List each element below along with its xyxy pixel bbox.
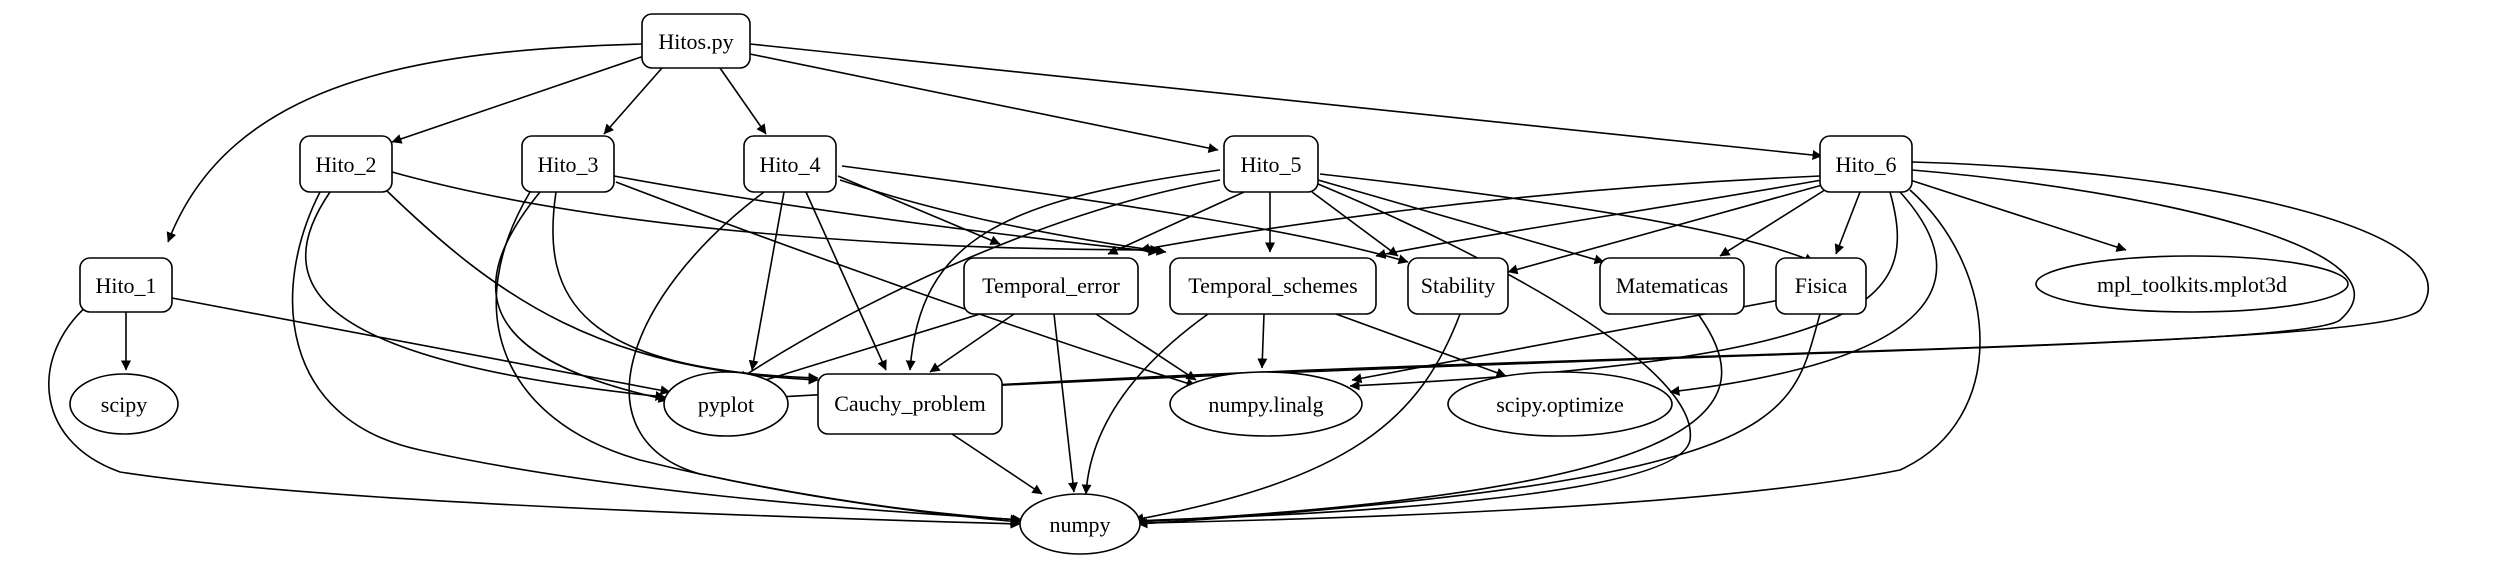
- edge-hito4-matematicas-route: [839, 179, 1167, 256]
- node-temporal_schemes-label: Temporal_schemes: [1188, 273, 1358, 298]
- node-mpl[interactable]: mpl_toolkits.mplot3d: [2035, 255, 2349, 313]
- edge-hito6-temporal_schemes: [1375, 179, 1823, 259]
- node-cauchy-label: Cauchy_problem: [834, 391, 986, 416]
- node-temporal_error[interactable]: Temporal_error: [963, 257, 1139, 315]
- edges: [48, 43, 2429, 529]
- node-hitos[interactable]: Hitos.py: [641, 13, 751, 69]
- edge-hito1-pyplot: [171, 297, 671, 396]
- edge-hito6-cauchy: [975, 161, 2429, 391]
- node-hito6-label: Hito_6: [1835, 152, 1896, 177]
- edge-hito3-temporal_error: [613, 175, 1159, 256]
- node-numpy[interactable]: numpy: [1019, 493, 1141, 555]
- edge-hito1-numpy: [48, 299, 1021, 529]
- edge-hito2-temporal_error: [391, 171, 1161, 255]
- node-hito6[interactable]: Hito_6: [1819, 135, 1913, 193]
- node-temporal_error-label: Temporal_error: [982, 273, 1120, 298]
- edge-hitos-hito5: [749, 53, 1219, 153]
- node-stability[interactable]: Stability: [1407, 257, 1509, 315]
- node-hito3-label: Hito_3: [537, 152, 598, 177]
- node-mpl-label: mpl_toolkits.mplot3d: [2097, 272, 2287, 297]
- edge-hitos-hito2: [391, 55, 645, 144]
- edge-hito6-mpl: [1909, 179, 2127, 252]
- node-temporal_schemes[interactable]: Temporal_schemes: [1169, 257, 1377, 315]
- nodes: Hitos.py Hito_1 Hito_2 Hito_3 Hito_4 Hit…: [69, 13, 2349, 555]
- node-scipy[interactable]: scipy: [69, 373, 179, 435]
- node-hito2[interactable]: Hito_2: [299, 135, 393, 193]
- edge-hito3-pyplot: [494, 191, 669, 403]
- node-optimize-label: scipy.optimize: [1496, 392, 1624, 417]
- edge-hito5-temporal_error: [1107, 191, 1245, 255]
- edge-hito4-stability: [841, 165, 1409, 265]
- node-pyplot[interactable]: pyplot: [663, 371, 789, 437]
- node-pyplot-label: pyplot: [698, 392, 754, 417]
- edge-temporal_error-pyplot: [745, 313, 981, 388]
- node-cauchy[interactable]: Cauchy_problem: [817, 373, 1003, 435]
- edge-hito3-numpy: [495, 191, 1021, 527]
- node-stability-label: Stability: [1421, 273, 1496, 298]
- edge-hitos-hito3: [603, 67, 663, 135]
- edge-temporal_error-cauchy: [929, 313, 1015, 373]
- node-fisica-label: Fisica: [1795, 273, 1848, 298]
- edge-temporal_schemes-optimize: [1335, 313, 1507, 378]
- edge-fisica-numpy: [1137, 313, 1821, 529]
- edge-hito2-numpy: [291, 191, 1023, 525]
- node-fisica[interactable]: Fisica: [1775, 257, 1867, 315]
- edge-hito5-cauchy: [905, 169, 1221, 371]
- edge-hito4-temporal_error: [837, 175, 1001, 245]
- node-linalg[interactable]: numpy.linalg: [1169, 371, 1363, 437]
- node-matematicas[interactable]: Matematicas: [1599, 257, 1745, 315]
- node-hito2-label: Hito_2: [315, 152, 376, 177]
- edge-temporal_schemes-numpy: [1081, 313, 1209, 495]
- edge-matematicas-numpy: [1135, 313, 1723, 527]
- node-hito4[interactable]: Hito_4: [743, 135, 837, 193]
- edge-hitos-hito1: [166, 43, 643, 243]
- edge-hito4-pyplot: [748, 191, 785, 371]
- edge-hito6-temporal_error: [1139, 175, 1821, 254]
- edge-hito2-cauchy: [385, 189, 819, 385]
- edge-hito6-numpy: [1099, 189, 1981, 529]
- node-hito1-label: Hito_1: [95, 273, 156, 298]
- node-hito3[interactable]: Hito_3: [521, 135, 615, 193]
- edge-temporal_error-linalg: [1095, 313, 1197, 381]
- edge-hito5-numpy: [1099, 183, 1691, 527]
- edge-hito6-fisica: [1834, 191, 1861, 255]
- node-scipy-label: scipy: [101, 392, 147, 417]
- node-numpy-label: numpy: [1049, 512, 1110, 537]
- edge-hito2-pyplot: [304, 191, 666, 402]
- edge-hito5-fisica: [1319, 173, 1815, 263]
- node-hito5[interactable]: Hito_5: [1223, 135, 1319, 193]
- edge-hitos-hito6: [749, 43, 1823, 160]
- edge-stability-numpy: [1133, 313, 1461, 524]
- edge-temporal_error-numpy: [1053, 313, 1078, 493]
- node-hitos-label: Hitos.py: [658, 29, 733, 54]
- node-hito1[interactable]: Hito_1: [79, 257, 173, 313]
- edge-hito5-pyplot: [737, 179, 1221, 381]
- node-optimize[interactable]: scipy.optimize: [1447, 371, 1673, 437]
- edge-hito6-optimize: [1669, 191, 1938, 396]
- node-linalg-label: numpy.linalg: [1208, 392, 1323, 417]
- edge-hito4-numpy: [628, 191, 1021, 525]
- edge-hito6-stability: [1507, 183, 1827, 275]
- edge-hito6-pyplot: [759, 169, 2356, 403]
- edge-hitos-hito4: [719, 67, 767, 135]
- node-hito4-label: Hito_4: [759, 152, 820, 177]
- edge-hito6-matematicas: [1719, 187, 1829, 257]
- edge-hito5-stability: [1311, 191, 1399, 257]
- node-matematicas-label: Matematicas: [1616, 273, 1728, 298]
- edge-cauchy-numpy: [951, 433, 1043, 495]
- edge-hito4-cauchy: [805, 191, 887, 371]
- edge-hito5-matematicas: [1317, 179, 1605, 265]
- node-hito5-label: Hito_5: [1240, 152, 1301, 177]
- edge-temporal_schemes-linalg: [1257, 313, 1268, 369]
